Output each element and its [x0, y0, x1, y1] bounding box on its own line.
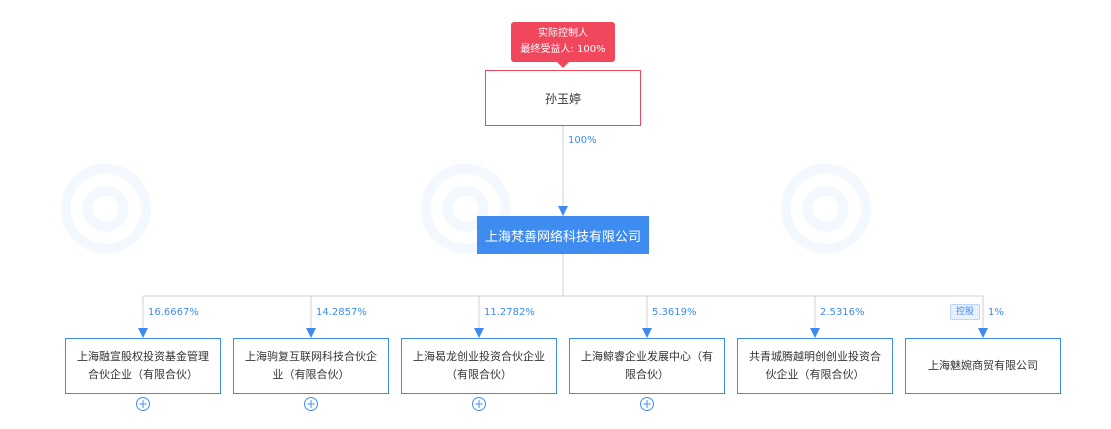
- expand-icon[interactable]: +: [640, 397, 654, 411]
- child-node[interactable]: 上海驹复互联网科技合伙企业（有限合伙）: [233, 338, 389, 394]
- arrow-down-icon: [306, 328, 316, 338]
- child-share-label: 1%: [988, 307, 1004, 318]
- child-share-label: 11.2782%: [484, 307, 535, 318]
- child-node[interactable]: 上海鲸睿企业发展中心（有限合伙）: [569, 338, 725, 394]
- child-name: 上海魅婉商贸有限公司: [928, 359, 1038, 372]
- arrow-down-icon: [474, 328, 484, 338]
- child-name: 上海融宣股权投资基金管理合伙企业（有限合伙）: [77, 350, 209, 381]
- arrow-down-icon: [558, 206, 568, 216]
- controller-badge-line1: 实际控制人: [538, 28, 588, 39]
- controller-badge-line2: 最终受益人: 100%: [520, 44, 606, 55]
- child-share-label: 14.2857%: [316, 307, 367, 318]
- child-node[interactable]: 上海曷龙创业投资合伙企业（有限合伙）: [401, 338, 557, 394]
- child-share-label: 2.5316%: [820, 307, 865, 318]
- child-name: 上海鲸睿企业发展中心（有限合伙）: [581, 350, 713, 381]
- child-name: 上海曷龙创业投资合伙企业（有限合伙）: [413, 350, 545, 381]
- child-node[interactable]: 共青城腾越明创创业投资合伙企业（有限合伙）: [737, 338, 893, 394]
- child-name: 共青城腾越明创创业投资合伙企业（有限合伙）: [749, 350, 881, 381]
- child-node[interactable]: 上海魅婉商贸有限公司: [905, 338, 1061, 394]
- expand-icon[interactable]: +: [472, 397, 486, 411]
- company-node[interactable]: 上海梵善网络科技有限公司: [477, 216, 649, 254]
- arrow-down-icon: [810, 328, 820, 338]
- expand-icon[interactable]: +: [136, 397, 150, 411]
- child-node[interactable]: 上海融宣股权投资基金管理合伙企业（有限合伙）: [65, 338, 221, 394]
- child-share-label: 5.3619%: [652, 307, 697, 318]
- child-name: 上海驹复互联网科技合伙企业（有限合伙）: [245, 350, 377, 381]
- badge-pointer: [556, 61, 570, 68]
- arrow-down-icon: [642, 328, 652, 338]
- person-node[interactable]: 孙玉婷: [485, 70, 641, 126]
- arrow-down-icon: [978, 328, 988, 338]
- arrow-down-icon: [138, 328, 148, 338]
- person-name: 孙玉婷: [544, 91, 581, 106]
- controller-badge: 实际控制人 最终受益人: 100%: [511, 22, 615, 62]
- control-tag: 控股: [950, 304, 980, 320]
- child-share-label: 16.6667%: [148, 307, 199, 318]
- expand-icon[interactable]: +: [304, 397, 318, 411]
- person-share-label: 100%: [568, 135, 597, 146]
- company-name: 上海梵善网络科技有限公司: [484, 229, 641, 245]
